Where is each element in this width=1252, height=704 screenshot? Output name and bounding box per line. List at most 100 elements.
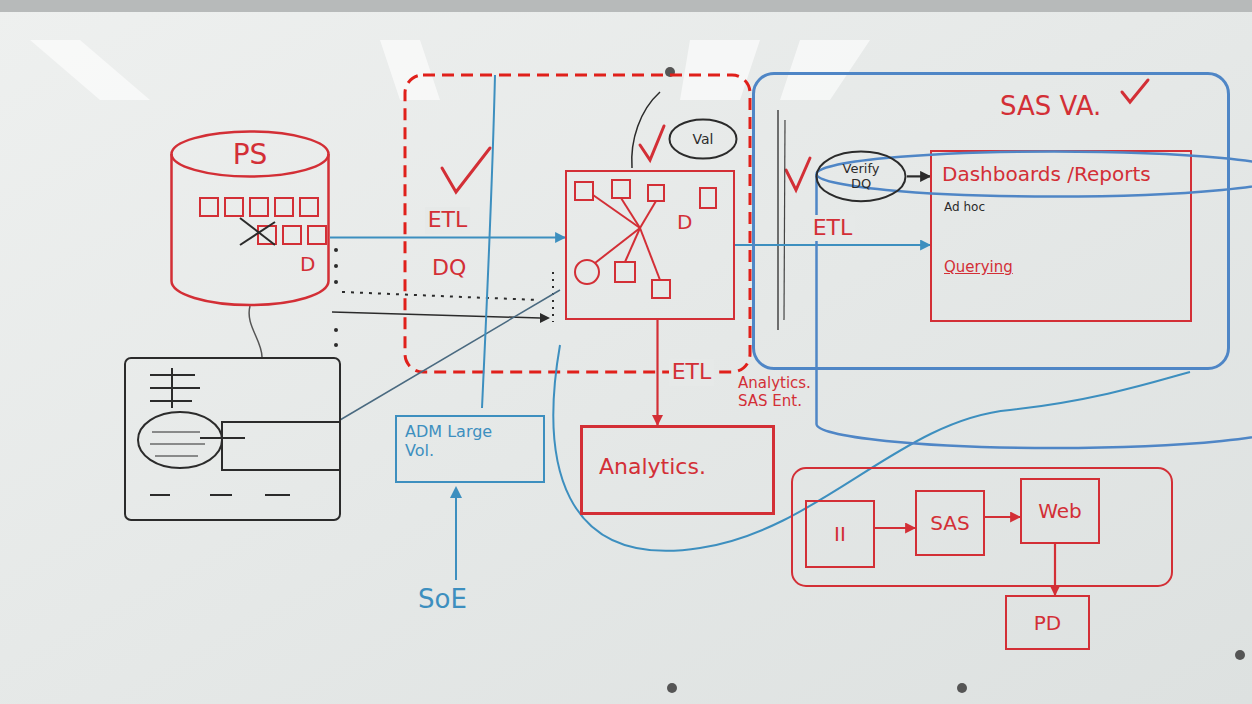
ellipse-outline: [670, 120, 737, 159]
process-box: PD: [1005, 595, 1090, 650]
table-icon: [225, 198, 243, 216]
text-group: PS: [233, 138, 268, 172]
check-ellipse: Val: [668, 118, 738, 160]
node-text: D: [677, 210, 692, 234]
step-label: DQ: [432, 255, 466, 281]
sketch-line: [150, 444, 205, 445]
light-reflection: [780, 40, 870, 100]
node-text: Dashboards /Reports: [942, 162, 1151, 186]
table-icon: [652, 280, 670, 298]
screen-frame: [125, 358, 340, 520]
schema-link: [621, 198, 640, 228]
connector-label: ETL: [669, 359, 715, 385]
warehouse-box: D: [565, 170, 735, 320]
text-group: Verify DQ: [836, 161, 886, 192]
database-cylinder: PS: [170, 130, 330, 305]
table-icon: [250, 198, 268, 216]
node-text: SAS VA.: [1000, 91, 1101, 122]
light-reflection: [680, 40, 760, 100]
analytics-box: Analytics.: [580, 425, 775, 515]
cross-out: [240, 218, 275, 245]
source-label: SoE: [418, 584, 467, 615]
cylinder-top: [817, 152, 1252, 197]
connector: [330, 236, 565, 238]
process-box: II: [805, 500, 875, 568]
link-line: [340, 290, 560, 420]
sketch-line: [171, 368, 173, 408]
node-text: Web: [1038, 499, 1082, 523]
node-text: PD: [1034, 611, 1061, 635]
dot: [334, 343, 338, 347]
connector-label: ETL: [810, 215, 856, 241]
dotted-feed: [342, 292, 538, 300]
text-group: Web: [1038, 499, 1082, 523]
text-group: Val: [693, 131, 714, 148]
dq-ellipse: Verify DQ: [815, 150, 907, 203]
ellipse-outline: [817, 152, 906, 202]
sketch-line: [265, 494, 290, 496]
connector: [656, 320, 658, 425]
text-group: SAS VA.: [1000, 91, 1101, 122]
dot: [334, 280, 338, 284]
text-group: PD: [1034, 611, 1061, 635]
text-group: SAS: [930, 511, 969, 535]
schema-link: [593, 195, 640, 228]
dot-column: [334, 248, 338, 347]
check-mark: [640, 126, 664, 160]
table-icon: [648, 185, 664, 201]
table-icon: [575, 182, 593, 200]
sketch-line: [150, 494, 170, 496]
node-text: Verify DQ: [836, 161, 886, 192]
flow-line: [482, 75, 495, 408]
schema-link: [640, 228, 660, 280]
note: Analytics. SAS Ent.: [738, 374, 833, 410]
link-line: [249, 306, 262, 357]
board-screw: [957, 683, 967, 693]
process-box: SAS: [915, 490, 985, 556]
note: Querying: [944, 258, 1013, 276]
sketch-line: [200, 437, 245, 439]
feed-arrowhead: [540, 313, 550, 323]
light-reflection: [30, 40, 150, 100]
dotted-feed: [552, 272, 554, 322]
storage-box: ADM Large Vol.: [395, 415, 545, 483]
connector: [985, 516, 1020, 518]
sketch-line: [155, 456, 198, 457]
node-text: SAS: [930, 511, 969, 535]
source-arrow: [455, 494, 457, 580]
dot: [334, 248, 338, 252]
connector: [735, 244, 930, 246]
screen-sketch: [125, 358, 340, 520]
table-icon: [615, 262, 635, 282]
check-mark: [442, 148, 490, 192]
text-group: Dashboards /Reports: [942, 162, 1151, 186]
connector-label: ETL: [425, 207, 471, 233]
connector: [1054, 544, 1056, 595]
sketch-ellipse: [138, 412, 222, 468]
table-icon: [612, 180, 630, 198]
node-text: PS: [233, 138, 268, 172]
schema-link: [595, 228, 640, 263]
table-icons: [200, 198, 326, 244]
divider-stroke: [784, 120, 785, 320]
schema-link: [640, 201, 656, 228]
node-text: Analytics.: [599, 454, 706, 480]
sketch-line: [210, 494, 232, 496]
table-icon: [283, 226, 301, 244]
text-group: Analytics.: [599, 454, 706, 480]
dashboard-box: Dashboards /Reports: [930, 150, 1192, 322]
cross-out: [240, 222, 275, 245]
source-arrowhead: [450, 486, 462, 498]
pipeline-group: [792, 468, 1172, 586]
dot: [334, 328, 338, 332]
sketch-panel: [222, 422, 340, 470]
cylinder-top: [172, 132, 329, 177]
node-text: Val: [693, 131, 714, 148]
light-reflection: [380, 40, 440, 100]
check-mark: [786, 158, 810, 190]
feed-line: [332, 312, 540, 318]
node-text: ADM Large Vol.: [405, 422, 505, 460]
